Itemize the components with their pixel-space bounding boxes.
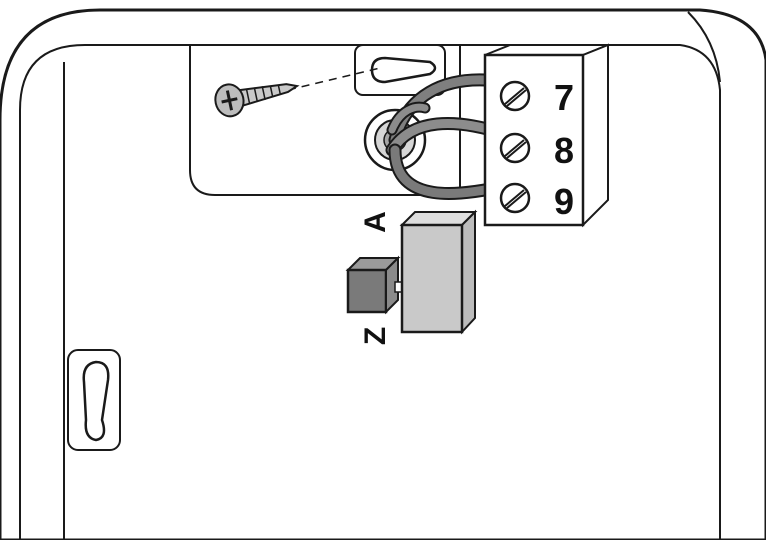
terminal-block: 7 8 9 — [483, 43, 609, 228]
switch-label-a: A — [359, 211, 392, 233]
terminal-screw-7 — [499, 80, 531, 112]
terminal-screw-8 — [499, 132, 531, 164]
keyhole-slot-top — [354, 44, 446, 96]
terminal-label-8: 8 — [554, 130, 574, 171]
mounting-panel — [189, 45, 531, 196]
mounting-screw — [214, 67, 381, 118]
terminal-label-9: 9 — [554, 181, 574, 222]
terminal-label-7: 7 — [554, 77, 574, 118]
slide-switch: A Z — [345, 209, 478, 345]
switch-label-z: Z — [359, 327, 392, 345]
keyhole-slot-left — [67, 349, 121, 451]
terminal-screw-9 — [499, 182, 531, 214]
